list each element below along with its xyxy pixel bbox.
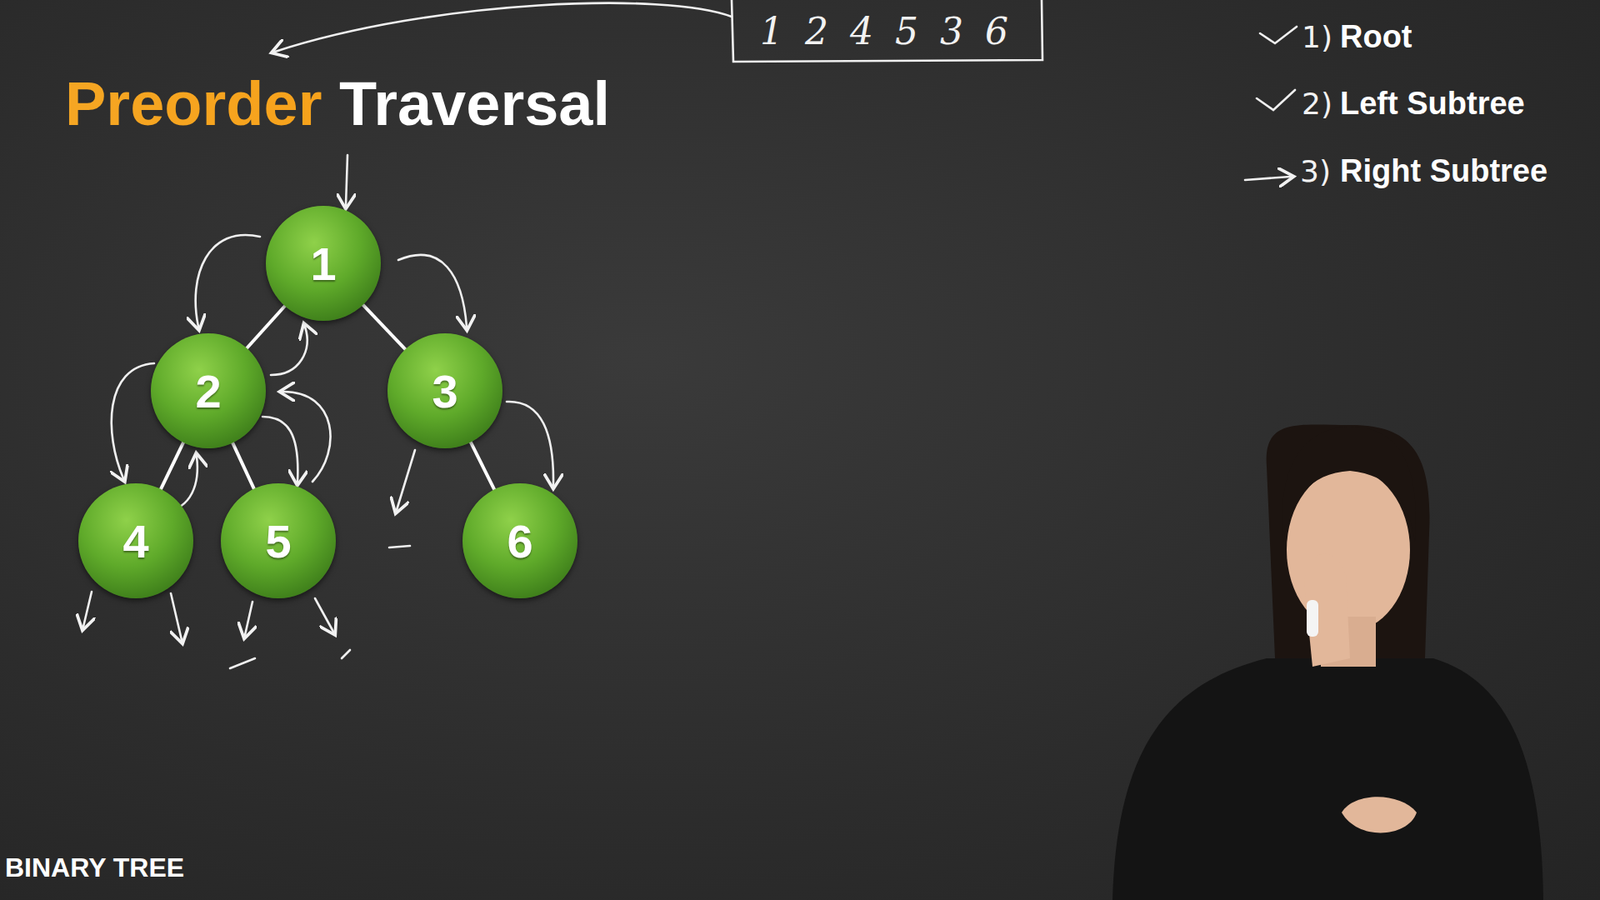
tree-node: 3 <box>387 333 503 449</box>
node-value: 3 <box>431 364 458 419</box>
step-number: 1) <box>1301 20 1333 55</box>
title: Preorder Traversal <box>65 68 610 140</box>
tree-node: 1 <box>265 205 381 321</box>
result-box <box>731 0 1043 62</box>
step-text: Right Subtree <box>1340 153 1548 190</box>
section-label: BINARY TREE <box>5 852 185 884</box>
node-value: 4 <box>122 514 149 569</box>
tree-node: 5 <box>220 483 336 599</box>
node-value: 1 <box>310 236 336 291</box>
tree-edge <box>470 440 495 491</box>
step-text: Left Subtree <box>1340 85 1525 122</box>
node-value: 6 <box>506 514 533 569</box>
presenter-figure <box>1112 424 1544 900</box>
tree-edge <box>160 440 185 490</box>
step-text: Root <box>1340 19 1413 55</box>
step-number: 2) <box>1301 86 1333 121</box>
node-value: 2 <box>195 364 221 419</box>
tree-node: 2 <box>150 333 266 449</box>
tree-edge <box>245 305 286 350</box>
step-number: 3) <box>1300 154 1331 189</box>
result-sequence: 1 2 4 5 3 6 <box>760 10 1014 53</box>
node-value: 5 <box>265 514 291 569</box>
tree-edge <box>361 303 406 350</box>
tree-node: 4 <box>78 483 194 599</box>
tree-node: 6 <box>462 483 578 599</box>
tree-edge <box>231 441 255 491</box>
